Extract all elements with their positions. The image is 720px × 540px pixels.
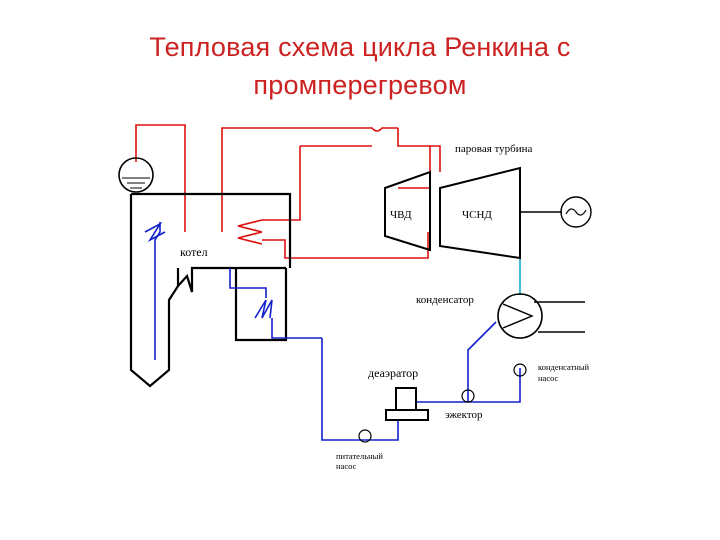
diagram-title-line-1: Тепловая схема цикла Ренкина с xyxy=(149,32,571,62)
generator xyxy=(560,196,592,228)
steam-line-reheat-out xyxy=(262,232,429,259)
water-lines xyxy=(144,221,521,441)
label-feed-pump-1: питательный xyxy=(336,451,383,461)
label-condenser: конденсатор xyxy=(416,294,474,306)
label-feed-pump-2: насос xyxy=(336,461,357,471)
condensate-line xyxy=(415,368,521,403)
evaporator-coil xyxy=(144,221,166,243)
deaerator xyxy=(385,387,429,421)
deaerator-tank xyxy=(385,409,429,421)
steam-line-main-to-hp xyxy=(397,128,431,188)
condenser xyxy=(497,293,585,339)
feed-to-economizer xyxy=(271,318,322,339)
condenser-circle xyxy=(497,293,543,339)
label-ejector: эжектор xyxy=(445,409,483,421)
steam-line-drum-to-superheater xyxy=(135,124,186,232)
feed-pump-circle xyxy=(358,429,372,443)
economizer-wall-left xyxy=(234,268,288,342)
label-condensate-pump-1: конденсатный xyxy=(538,362,590,372)
boiler-top-wall xyxy=(131,192,292,268)
sine-wave-icon xyxy=(565,208,587,216)
condensate-pump xyxy=(513,363,527,377)
ejector-circle xyxy=(461,389,475,403)
economizer-riser xyxy=(229,268,267,298)
hp-cylinder xyxy=(384,170,431,252)
lp-cylinder xyxy=(439,166,521,260)
label-condensate-pump-2: насос xyxy=(538,373,559,383)
label-boiler: котел xyxy=(180,245,208,259)
economizer-coil xyxy=(254,299,273,319)
downcomer xyxy=(154,222,161,360)
label-deaerator: деаэратор xyxy=(368,366,418,380)
steam-line-hp-to-lp xyxy=(430,145,441,172)
condensate-pump-circle xyxy=(513,363,527,377)
steam-line-reheat-in xyxy=(262,146,301,221)
boiler xyxy=(129,192,292,388)
feed-pump xyxy=(358,429,372,443)
drum-circle xyxy=(118,157,154,193)
feedwater-line xyxy=(321,338,399,441)
ejector xyxy=(461,389,475,403)
steam-turbine xyxy=(384,166,562,260)
label-lp-cylinder: ЧСНД xyxy=(462,209,492,221)
diagram-title-line-2: промперегревом xyxy=(253,70,467,100)
label-hp-cylinder: ЧВД xyxy=(390,209,412,221)
label-turbine: паровая турбина xyxy=(455,143,533,155)
reheater-coil xyxy=(237,219,263,245)
ejector-line xyxy=(467,321,497,402)
steam-line-superheater-outlet xyxy=(221,127,398,232)
boiler-outline xyxy=(129,194,286,388)
generator-circle xyxy=(560,196,592,228)
deaerator-column xyxy=(395,387,417,411)
boiler-drum xyxy=(118,157,154,193)
